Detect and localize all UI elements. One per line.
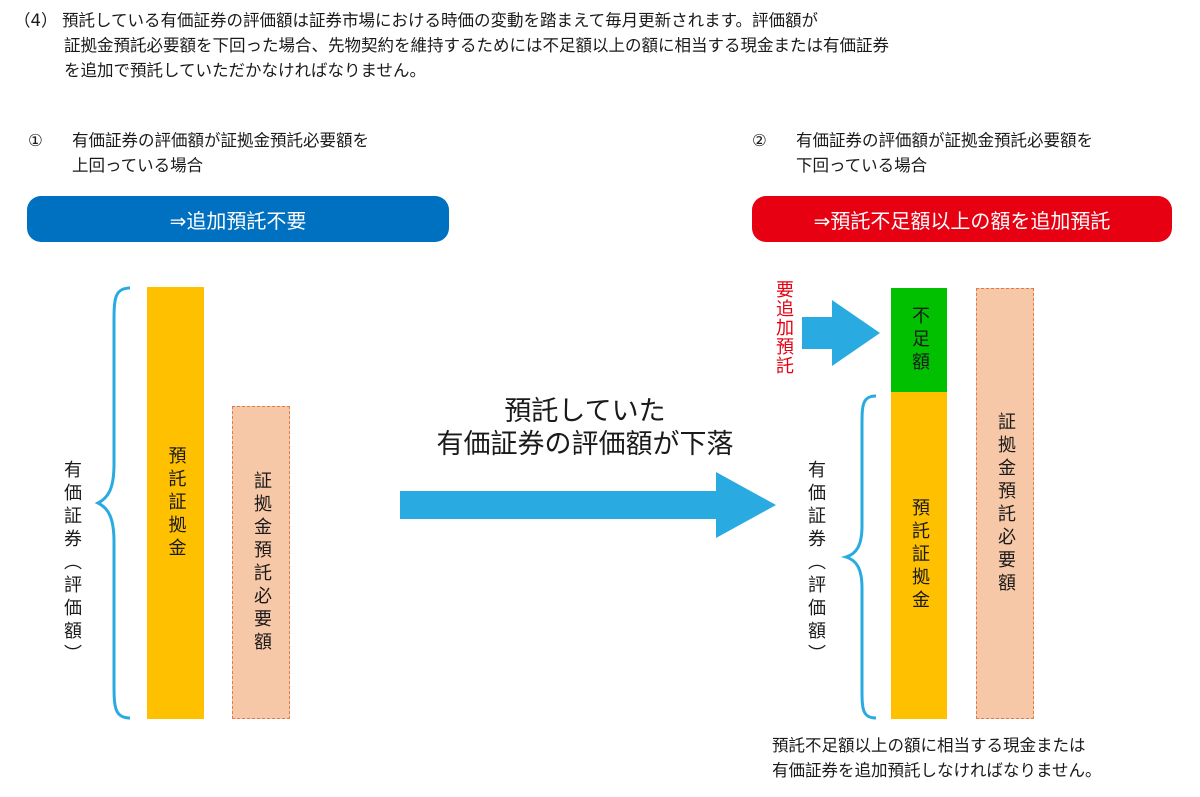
transition-arrow-icon — [400, 472, 776, 538]
no-additional-deposit-banner: ⇒追加預託不要 — [27, 196, 449, 242]
middle-caption-line2: 有価証券の評価額が下落 — [436, 429, 734, 460]
intro-number: （4） — [14, 11, 58, 30]
case1-line1: 有価証券の評価額が証拠金預託必要額を — [72, 131, 369, 150]
case1-securities-main: 有価証券 — [61, 460, 82, 552]
case2-securities-main: 有価証券 — [805, 460, 826, 552]
case2-securities-sub: （評価額） — [805, 552, 826, 667]
additional-deposit-required-label: 要追加預託 — [773, 280, 794, 375]
case2-deposit-label: 預託証拠金 — [909, 498, 930, 613]
case1-required-label: 証拠金預託必要額 — [251, 470, 272, 655]
case1-securities-sub: （評価額） — [61, 552, 82, 667]
case2-required-bar: 証拠金預託必要額 — [976, 288, 1034, 719]
shortfall-bar: 不足額 — [891, 288, 947, 392]
shortfall-label: 不足額 — [909, 305, 930, 375]
middle-caption: 預託していた 有価証券の評価額が下落 — [405, 395, 765, 461]
case1-required-bar: 証拠金預託必要額 — [232, 406, 290, 719]
case2-deposit-bar: 預託証拠金 — [891, 392, 947, 719]
case2-bottom-note: 預託不足額以上の額に相当する現金または 有価証券を追加預託しなければなりません。 — [772, 733, 1102, 783]
case2-number: ② — [752, 131, 767, 150]
case2-note-line2: 有価証券を追加預託しなければなりません。 — [772, 761, 1102, 780]
case1-number: ① — [28, 131, 43, 150]
case1-deposit-bar: 預託証拠金 — [147, 287, 204, 719]
case1-brace-icon — [94, 286, 131, 720]
case2-line2: 下回っている場合 — [796, 156, 928, 175]
case2-securities-label: 有価証券（評価額） — [802, 460, 828, 667]
case1-heading: ① 有価証券の評価額が証拠金預託必要額を 上回っている場合 — [28, 128, 488, 180]
additional-deposit-arrow-icon — [802, 300, 880, 366]
case2-heading: ② 有価証券の評価額が証拠金預託必要額を 下回っている場合 — [752, 128, 1192, 180]
case2-required-label: 証拠金預託必要額 — [995, 411, 1016, 596]
intro-paragraph: （4） 預託している有価証券の評価額は証券市場における時価の変動を踏まえて毎月更… — [14, 8, 889, 83]
case2-note-line1: 預託不足額以上の額に相当する現金または — [772, 736, 1086, 755]
case2-brace-icon — [840, 394, 877, 720]
additional-deposit-banner: ⇒預託不足額以上の額を追加預託 — [752, 196, 1172, 242]
intro-line-2: 証拠金預託必要額を下回った場合、先物契約を維持するためには不足額以上の額に相当す… — [64, 36, 889, 55]
case1-deposit-label: 預託証拠金 — [165, 445, 187, 561]
intro-line-1: 預託している有価証券の評価額は証券市場における時価の変動を踏まえて毎月更新されま… — [62, 11, 819, 30]
middle-caption-line1: 預託していた — [504, 396, 666, 427]
intro-line-3: を追加で預託していただかなければなりません。 — [64, 61, 427, 80]
case2-line1: 有価証券の評価額が証拠金預託必要額を — [796, 131, 1093, 150]
case1-line2: 上回っている場合 — [72, 156, 204, 175]
case1-securities-label: 有価証券（評価額） — [58, 460, 84, 667]
